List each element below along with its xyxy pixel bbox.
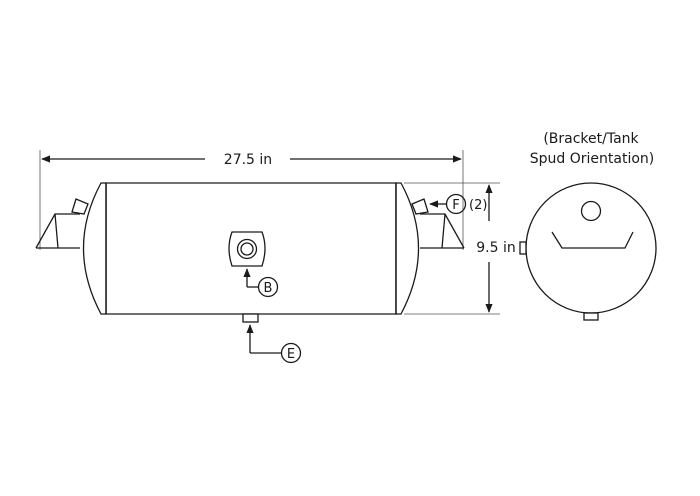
callout-f: F (2) bbox=[429, 193, 487, 215]
end-view-title-line1: (Bracket/Tank bbox=[543, 131, 639, 147]
diameter-dimension: 9.5 in bbox=[404, 182, 516, 315]
end-view-spud-top bbox=[580, 200, 602, 222]
left-bracket bbox=[35, 198, 89, 249]
end-view-spud-side bbox=[519, 241, 527, 255]
callout-e: E bbox=[246, 324, 302, 364]
callout-b-label: B bbox=[264, 281, 273, 296]
length-label: 27.5 in bbox=[224, 152, 272, 168]
end-view-bracket-outline bbox=[551, 231, 634, 249]
spud-b-port bbox=[228, 231, 266, 267]
length-dimension: 27.5 in bbox=[39, 150, 464, 250]
spud-e-port bbox=[242, 313, 259, 323]
callout-f-quantity: (2) bbox=[469, 198, 487, 213]
right-bracket bbox=[411, 198, 465, 249]
diameter-label: 9.5 in bbox=[476, 240, 515, 256]
callout-f-label: F bbox=[452, 198, 459, 213]
end-view-title-line2: Spud Orientation) bbox=[530, 151, 654, 167]
callout-e-label: E bbox=[287, 347, 295, 362]
end-view-spud-bottom bbox=[583, 312, 599, 321]
callout-b: B bbox=[243, 268, 279, 298]
end-view: (Bracket/Tank Spud Orientation) bbox=[519, 131, 657, 321]
